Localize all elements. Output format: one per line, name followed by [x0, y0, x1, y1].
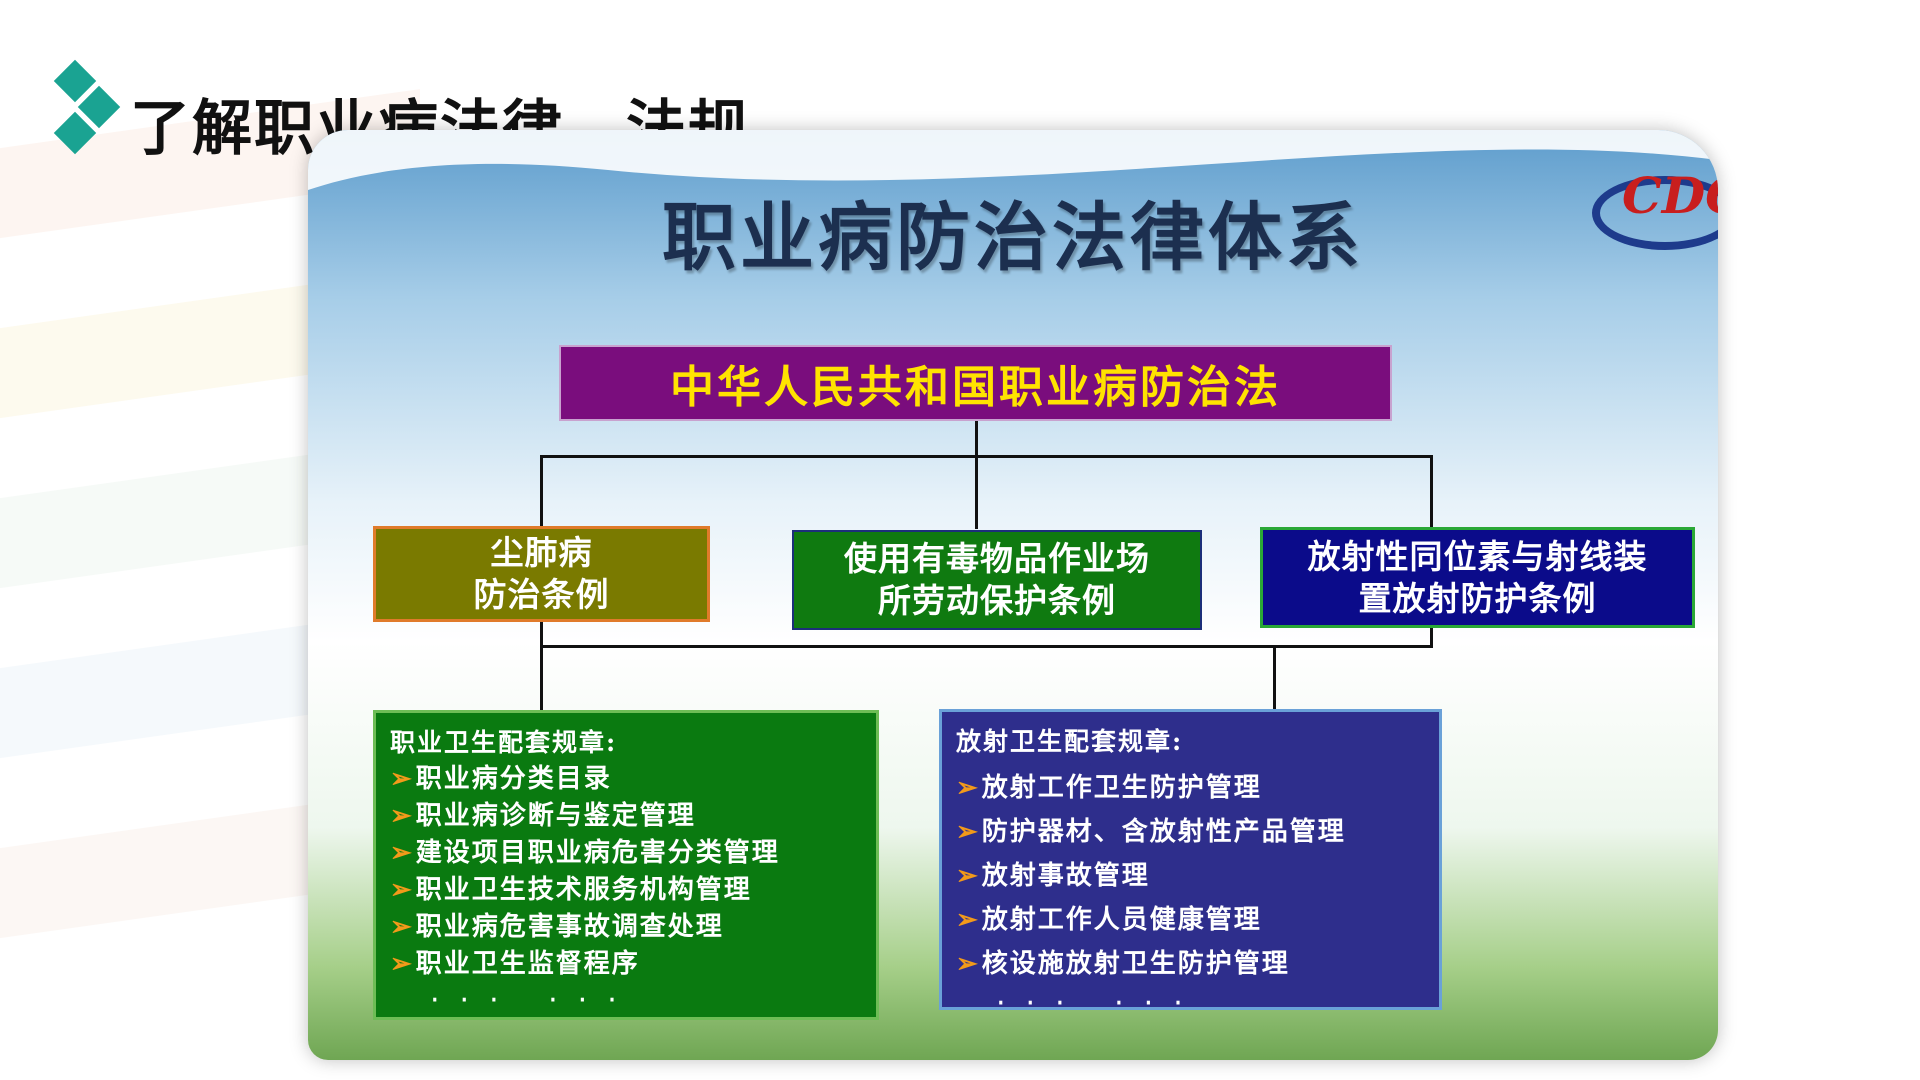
list-item: ➢职业卫生技术服务机构管理	[390, 872, 780, 909]
ellipsis: ··· ···	[996, 986, 1203, 1021]
list-item: ➢防护器材、含放射性产品管理	[956, 810, 1346, 854]
connector-law-down	[975, 421, 978, 529]
arrow-right-icon: ➢	[956, 817, 980, 847]
list-item: ➢职业卫生监督程序	[390, 946, 780, 983]
list-item: ➢放射工作卫生防护管理	[956, 766, 1346, 810]
list-item: ➢职业病分类目录	[390, 761, 780, 798]
connector-reg1-up	[540, 455, 543, 527]
list-item: ➢职业病诊断与鉴定管理	[390, 798, 780, 835]
connector-top-bar	[540, 455, 1433, 458]
arrow-right-icon: ➢	[956, 949, 980, 979]
occupational-health-rules: 职业卫生配套规章: ➢职业病分类目录 ➢职业病诊断与鉴定管理 ➢建设项目职业病危…	[373, 710, 879, 1020]
arrow-right-icon: ➢	[956, 861, 980, 891]
regulation-line1: 尘肺病	[490, 533, 593, 572]
logo-ring	[1592, 176, 1718, 250]
diamond-cluster-icon	[40, 59, 121, 170]
list-item: ➢核设施放射卫生防护管理	[956, 942, 1346, 986]
list-item-text: 核设施放射卫生防护管理	[981, 949, 1290, 979]
arrow-right-icon: ➢	[390, 912, 414, 942]
connector-bottom-bar	[540, 645, 1433, 648]
slide-title: 职业病防治法律体系	[662, 195, 1364, 281]
logo-text: CDC	[1622, 166, 1718, 225]
ellipsis: ··· ···	[430, 983, 637, 1018]
rules-list: ➢放射工作卫生防护管理 ➢防护器材、含放射性产品管理 ➢放射事故管理 ➢放射工作…	[956, 766, 1346, 986]
arrow-right-icon: ➢	[956, 773, 980, 803]
cdc-logo: CDC	[1588, 158, 1718, 250]
arrow-right-icon: ➢	[390, 949, 414, 979]
radiation-health-rules: 放射卫生配套规章: ➢放射工作卫生防护管理 ➢防护器材、含放射性产品管理 ➢放射…	[939, 709, 1442, 1021]
list-item-text: 职业病分类目录	[415, 764, 612, 794]
arrow-right-icon: ➢	[956, 905, 980, 935]
law-box: 中华人民共和国职业病防治法	[559, 345, 1392, 421]
list-item-text: 建设项目职业病危害分类管理	[415, 838, 780, 868]
regulation-line1: 放射性同位素与射线装	[1307, 536, 1648, 576]
list-item: ➢建设项目职业病危害分类管理	[390, 835, 780, 872]
list-item-text: 职业病危害事故调查处理	[415, 912, 724, 942]
diagram-slide: CDC 职业病防治法律体系 中华人民共和国职业病防治法 尘肺病 防治条例 使用有…	[308, 130, 1718, 1060]
list-item-text: 职业病诊断与鉴定管理	[415, 801, 696, 831]
list-item-text: 职业卫生技术服务机构管理	[415, 875, 752, 905]
connector-reg1-down	[540, 622, 543, 710]
arrow-right-icon: ➢	[390, 801, 414, 831]
rules-heading: 职业卫生配套规章:	[390, 728, 618, 757]
list-item: ➢放射工作人员健康管理	[956, 898, 1346, 942]
list-item: ➢放射事故管理	[956, 854, 1346, 898]
list-item-text: 放射工作卫生防护管理	[981, 773, 1262, 803]
connector-reg3-down	[1430, 628, 1433, 648]
list-item-text: 放射工作人员健康管理	[981, 905, 1262, 935]
law-title: 中华人民共和国职业病防治法	[670, 362, 1281, 413]
list-item-text: 职业卫生监督程序	[415, 949, 640, 979]
rules-list: ➢职业病分类目录 ➢职业病诊断与鉴定管理 ➢建设项目职业病危害分类管理 ➢职业卫…	[390, 761, 780, 983]
regulation-radiation: 放射性同位素与射线装 置放射防护条例	[1260, 527, 1695, 628]
arrow-right-icon: ➢	[390, 764, 414, 794]
list-item-text: 放射事故管理	[981, 861, 1150, 891]
rules-heading: 放射卫生配套规章:	[956, 727, 1184, 756]
header-wave	[308, 130, 1718, 190]
arrow-right-icon: ➢	[390, 875, 414, 905]
regulation-line2: 防治条例	[473, 575, 610, 614]
regulation-line2: 置放射防护条例	[1358, 578, 1597, 618]
connector-rules2-up	[1273, 645, 1276, 709]
regulation-pneumoconiosis: 尘肺病 防治条例	[373, 526, 710, 622]
list-item-text: 防护器材、含放射性产品管理	[981, 817, 1346, 847]
connector-reg3-up	[1430, 455, 1433, 528]
regulation-line1: 使用有毒物品作业场	[844, 539, 1150, 578]
list-item: ➢职业病危害事故调查处理	[390, 909, 780, 946]
arrow-right-icon: ➢	[390, 838, 414, 868]
regulation-line2: 所劳动保护条例	[878, 581, 1116, 620]
regulation-toxic-substances: 使用有毒物品作业场 所劳动保护条例	[792, 530, 1202, 630]
